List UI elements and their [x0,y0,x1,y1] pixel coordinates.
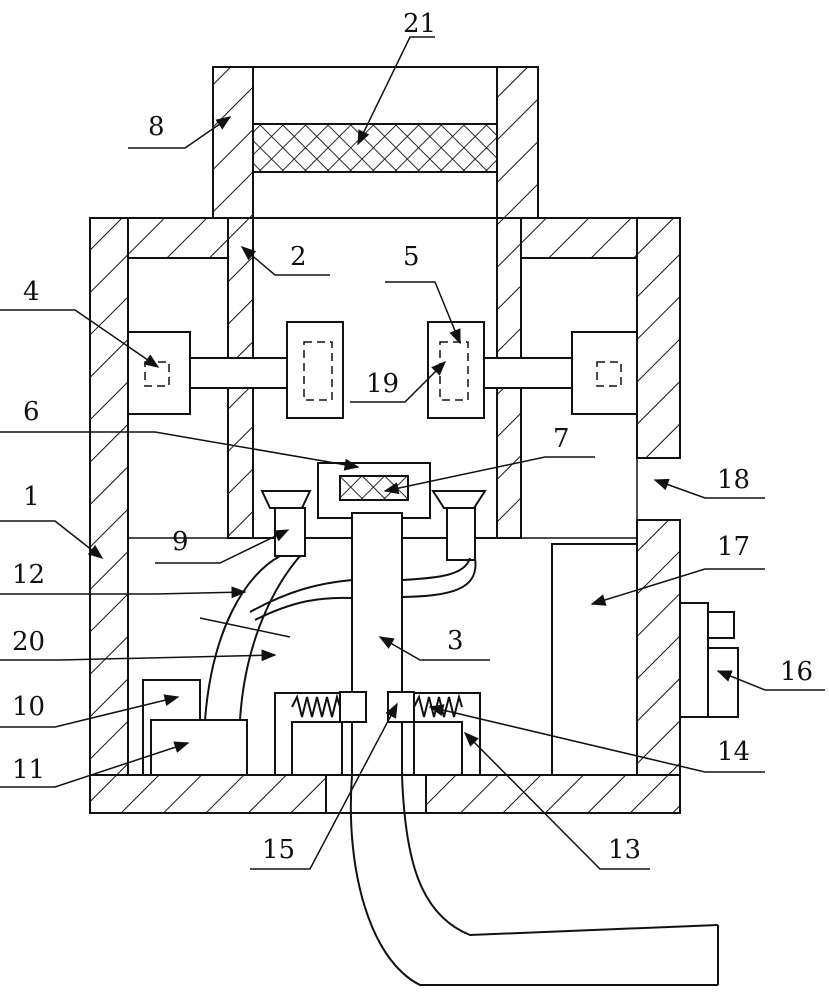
label-10: 10 [12,692,45,722]
part-labels: 8 21 2 4 5 19 6 7 18 1 17 9 12 20 3 10 1… [12,9,813,865]
spring-14 [413,693,463,718]
label-9: 9 [172,527,189,557]
valve-6-7 [317,462,431,519]
central-pipe-3 [351,512,403,776]
label-8: 8 [148,112,165,142]
housing-1 [89,217,681,814]
label-14: 14 [717,737,750,767]
label-7: 7 [553,424,570,454]
nozzle-9-right [431,490,487,561]
base-11 [150,719,248,776]
label-11: 11 [12,755,45,785]
filter-21 [252,123,498,173]
label-18: 18 [717,465,750,495]
component-16 [679,602,739,718]
label-3: 3 [447,626,464,656]
tank-17 [551,543,637,775]
label-16: 16 [780,657,813,687]
label-5: 5 [403,242,420,272]
spring-left [291,693,341,718]
clamp-block-left [339,691,367,723]
label-4: 4 [23,277,40,307]
label-6: 6 [23,397,40,427]
motor-4-right [427,321,638,419]
hoses-12-20 [204,555,477,721]
outlet-hose-left-edge [349,774,718,986]
leader-lines [0,36,825,870]
label-2: 2 [290,242,307,272]
clamp-block-right [387,691,415,723]
label-1: 1 [23,482,40,512]
top-tube-8 [212,66,539,219]
label-20: 20 [12,627,45,657]
label-19: 19 [366,369,399,399]
motor-4-left [127,321,344,419]
label-13: 13 [608,835,641,865]
label-15: 15 [262,835,295,865]
label-12: 12 [12,560,45,590]
label-17: 17 [717,532,750,562]
label-21: 21 [403,9,436,39]
outlet-hose-right-edge [401,774,719,937]
spring-clamps [274,691,481,776]
